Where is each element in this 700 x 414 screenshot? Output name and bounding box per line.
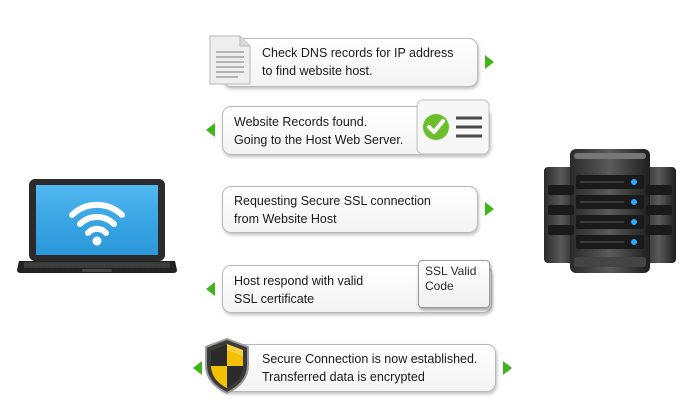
- document-icon: [209, 35, 251, 85]
- step-5-line-1: Secure Connection is now established.: [262, 352, 478, 366]
- step-1-line-1: Check DNS records for IP address: [262, 46, 454, 60]
- step-4-line-1: Host respond with valid: [234, 274, 364, 288]
- step-3-box: [222, 186, 478, 233]
- server-icon: [544, 149, 676, 273]
- step-1-text: Check DNS records for IP address to find…: [262, 44, 454, 80]
- step-3-line-1: Requesting Secure SSL connection: [234, 194, 431, 208]
- ssl-card-line-2: Code: [425, 279, 454, 293]
- arrow-left-4: [206, 282, 215, 296]
- step-2-text: Website Records found. Going to the Host…: [234, 113, 403, 149]
- ssl-certificate-card: SSL Valid Code: [418, 260, 490, 308]
- arrow-right-3: [485, 202, 494, 216]
- step-1-box: [222, 38, 478, 87]
- arrow-left-5: [193, 361, 202, 375]
- laptop-wifi-icon: [17, 179, 177, 273]
- arrow-right-1: [485, 55, 494, 69]
- arrow-left-2: [206, 123, 215, 137]
- ssl-card-line-1: SSL Valid: [425, 264, 477, 278]
- step-2-line-2: Going to the Host Web Server.: [234, 133, 404, 147]
- step-4-line-2: SSL certificate: [234, 292, 315, 306]
- step-4-text: Host respond with valid SSL certificate: [234, 272, 363, 308]
- step-2-line-1: Website Records found.: [234, 115, 368, 129]
- checklist-icon: [416, 99, 490, 155]
- step-5-line-2: Transferred data is encrypted: [262, 370, 425, 384]
- step-5-box: [218, 344, 496, 392]
- step-3-text: Requesting Secure SSL connection from We…: [234, 192, 431, 228]
- shield-icon: [205, 337, 249, 395]
- arrow-right-5: [503, 361, 512, 375]
- step-3-line-2: from Website Host: [234, 212, 337, 226]
- step-1-line-2: to find website host.: [262, 64, 373, 78]
- step-5-text: Secure Connection is now established. Tr…: [262, 350, 477, 386]
